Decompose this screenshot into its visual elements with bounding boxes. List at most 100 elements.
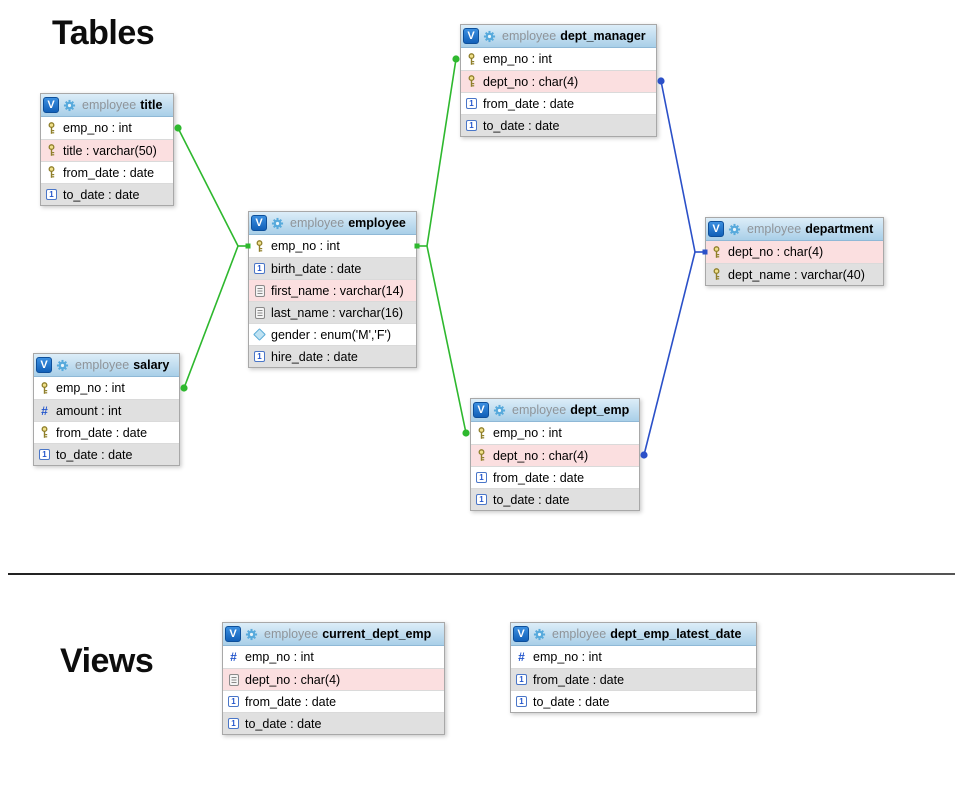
column-row[interactable]: dept_no : char(4): [461, 70, 656, 92]
schema-name: employee: [82, 98, 137, 112]
column-label: gender : enum('M','F'): [271, 327, 392, 342]
column-row[interactable]: gender : enum('M','F'): [249, 323, 416, 345]
schema-name: employee: [264, 627, 319, 641]
table-department[interactable]: V employee department dept_no : char(4) d…: [705, 217, 884, 286]
column-label: to_date : date: [245, 716, 322, 731]
primary-key-icon: [44, 166, 59, 179]
column-row[interactable]: emp_no : int: [34, 377, 179, 399]
enum-icon: [252, 328, 267, 341]
text-icon: [252, 284, 267, 297]
column-label: from_date : date: [245, 694, 337, 709]
table-dept-emp-header[interactable]: V employee dept_emp: [471, 399, 639, 422]
column-row[interactable]: #emp_no : int: [511, 646, 756, 668]
column-label: hire_date : date: [271, 349, 358, 364]
column-row[interactable]: # emp_no : int: [223, 646, 444, 668]
column-row[interactable]: emp_no : int: [249, 235, 416, 257]
relation-endpoint-dot: [657, 77, 665, 85]
date-icon: 1: [464, 98, 479, 109]
view-badge-icon: V: [513, 626, 529, 642]
table-salary-header[interactable]: V employee salary: [34, 354, 179, 377]
column-row[interactable]: emp_no : int: [471, 422, 639, 444]
column-row[interactable]: 1 from_date : date: [511, 668, 756, 690]
column-row[interactable]: dept_no : char(4): [223, 668, 444, 690]
gear-icon: [271, 217, 284, 230]
schema-name: employee: [552, 627, 607, 641]
view-current-dept-emp-header[interactable]: V employee current_dept_emp: [223, 623, 444, 646]
gear-icon: [493, 404, 506, 417]
column-label: dept_name : varchar(40): [728, 267, 865, 282]
schema-name: employee: [512, 403, 567, 417]
views-section-heading: Views: [60, 642, 154, 680]
column-row[interactable]: #amount : int: [34, 399, 179, 421]
column-row[interactable]: last_name : varchar(16): [249, 301, 416, 323]
column-label: emp_no : int: [271, 239, 340, 253]
primary-key-icon: [37, 426, 52, 439]
date-icon: 1: [37, 449, 52, 460]
view-dept-emp-latest-date[interactable]: V employee dept_emp_latest_date #emp_no …: [510, 622, 757, 713]
column-label: to_date : date: [493, 492, 570, 507]
table-name: title: [140, 98, 163, 112]
column-row[interactable]: from_date : date: [41, 161, 173, 183]
relation-endpoint-dot: [180, 384, 188, 392]
column-label: emp_no : int: [245, 650, 314, 664]
table-name: employee: [348, 216, 406, 230]
view-current-dept-emp[interactable]: V employee current_dept_emp # emp_no : in…: [222, 622, 445, 735]
gear-icon: [245, 628, 258, 641]
column-label: emp_no : int: [56, 381, 125, 395]
gear-icon: [56, 359, 69, 372]
column-row[interactable]: emp_no : int: [461, 48, 656, 70]
column-row[interactable]: first_name : varchar(14): [249, 279, 416, 301]
column-label: from_date : date: [493, 470, 585, 485]
table-title-header[interactable]: V employee title: [41, 94, 173, 117]
column-row[interactable]: dept_no : char(4): [706, 241, 883, 263]
column-label: from_date : date: [63, 165, 155, 180]
table-name: salary: [133, 358, 170, 372]
column-row[interactable]: dept_no : char(4): [471, 444, 639, 466]
column-row[interactable]: dept_name : varchar(40): [706, 263, 883, 285]
table-dept-manager-header[interactable]: V employee dept_manager: [461, 25, 656, 48]
table-name: dept_manager: [560, 29, 646, 43]
column-label: from_date : date: [533, 672, 625, 687]
date-icon: 1: [514, 674, 529, 685]
column-row[interactable]: emp_no : int: [41, 117, 173, 139]
gear-icon: [533, 628, 546, 641]
column-row[interactable]: from_date : date: [34, 421, 179, 443]
column-label: dept_no : char(4): [483, 74, 579, 89]
date-icon: 1: [514, 696, 529, 707]
column-label: to_date : date: [533, 694, 610, 709]
column-row[interactable]: 1 to_date : date: [511, 690, 756, 712]
column-row[interactable]: title : varchar(50): [41, 139, 173, 161]
column-label: emp_no : int: [483, 52, 552, 66]
column-label: last_name : varchar(16): [271, 305, 404, 320]
relation-line: [183, 245, 239, 389]
relation-endpoint-dot: [640, 451, 648, 459]
table-salary[interactable]: V employee salary emp_no : int #amount : …: [33, 353, 180, 466]
schema-name: employee: [502, 29, 557, 43]
primary-key-icon: [464, 52, 479, 66]
table-dept-manager[interactable]: V employee dept_manager emp_no : int dept…: [460, 24, 657, 137]
table-employee-header[interactable]: V employee employee: [249, 212, 416, 235]
numeric-icon: #: [230, 650, 237, 664]
view-badge-icon: V: [708, 221, 724, 237]
view-dept-emp-latest-date-header[interactable]: V employee dept_emp_latest_date: [511, 623, 756, 646]
table-department-header[interactable]: V employee department: [706, 218, 883, 241]
gear-icon: [483, 30, 496, 43]
view-badge-icon: V: [43, 97, 59, 113]
relation-line: [426, 245, 467, 434]
schema-name: employee: [290, 216, 345, 230]
primary-key-icon: [44, 121, 59, 135]
